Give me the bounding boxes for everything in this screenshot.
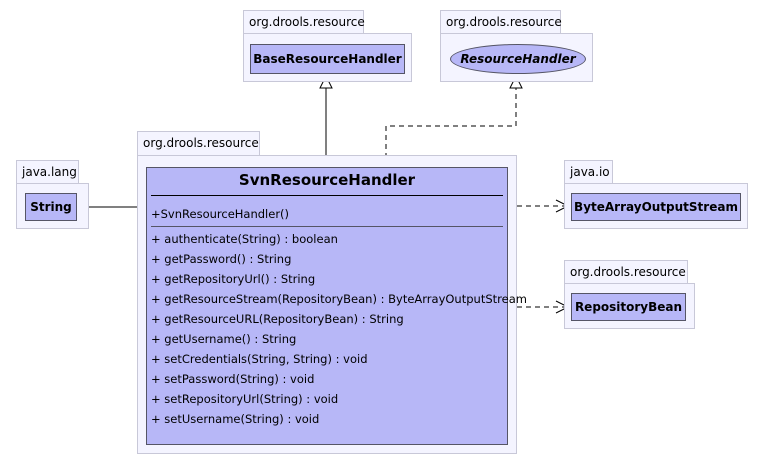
realization-arrowhead — [509, 74, 523, 89]
package-java-lang: String — [16, 183, 89, 229]
constructor-divider — [151, 226, 503, 227]
method-item: + authenticate(String) : boolean — [151, 232, 338, 246]
class-repository-bean[interactable]: RepositoryBean — [571, 293, 686, 321]
method-item: + setPassword(String) : void — [151, 372, 315, 386]
method-item: + setCredentials(String, String) : void — [151, 352, 368, 366]
class-name-divider — [151, 195, 503, 196]
package-repository-bean: RepositoryBean — [564, 283, 695, 329]
package-tab-java-io: java.io — [564, 160, 613, 183]
method-item: + getResourceURL(RepositoryBean) : Strin… — [151, 312, 404, 326]
method-item: + getPassword() : String — [151, 252, 292, 266]
class-base-resource-handler[interactable]: BaseResourceHandler — [250, 44, 405, 74]
interface-resource-handler[interactable]: ResourceHandler — [450, 44, 586, 74]
package-tab-repository-bean: org.drools.resource — [564, 260, 688, 283]
class-string[interactable]: String — [25, 193, 77, 221]
class-byte-array-output-stream[interactable]: ByteArrayOutputStream — [571, 193, 741, 221]
package-tab-java-lang: java.lang — [16, 160, 79, 183]
package-tab-main: org.drools.resource — [137, 131, 260, 155]
package-java-io: ByteArrayOutputStream — [564, 183, 748, 229]
realization-line — [385, 88, 517, 167]
method-item: + getRepositoryUrl() : String — [151, 272, 316, 286]
method-item: + setRepositoryUrl(String) : void — [151, 392, 339, 406]
method-item: + setUsername(String) : void — [151, 412, 320, 426]
package-tab-resource-handler: org.drools.resource — [440, 10, 562, 33]
class-svn-resource-handler[interactable]: SvnResourceHandler +SvnResourceHandler()… — [146, 167, 527, 445]
package-base-resource: BaseResourceHandler — [243, 33, 412, 82]
class-name: SvnResourceHandler — [238, 171, 416, 189]
method-item: + getResourceStream(RepositoryBean) : By… — [151, 292, 527, 306]
method-list: + authenticate(String) : boolean + getPa… — [151, 229, 527, 429]
constructor: +SvnResourceHandler() — [151, 207, 290, 221]
inheritance-arrowhead — [319, 74, 333, 89]
package-tab-base-resource: org.drools.resource — [243, 10, 365, 33]
package-resource-handler: ResourceHandler — [440, 33, 593, 82]
method-item: + getUsername() : String — [151, 332, 297, 346]
